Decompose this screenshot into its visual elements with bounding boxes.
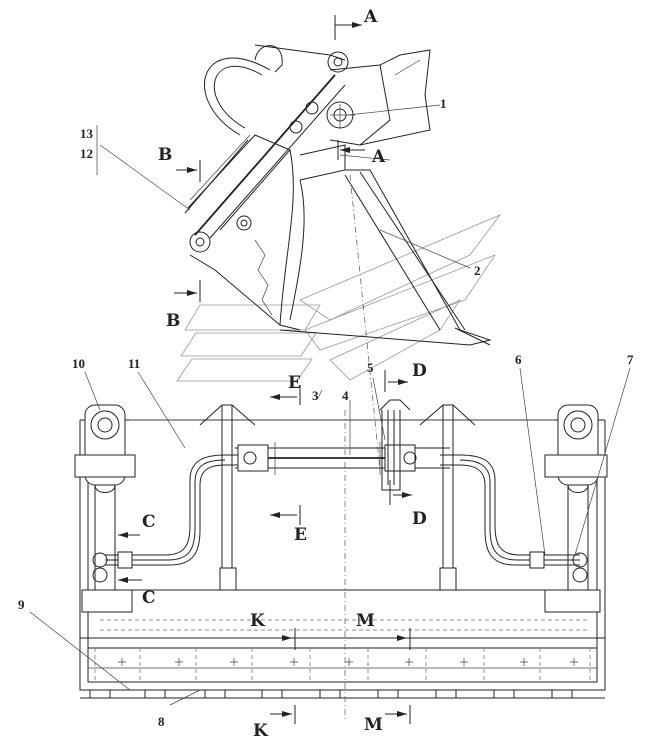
section-b-bottom: B xyxy=(166,311,180,331)
section-e-bottom: E xyxy=(294,525,307,545)
watermark-logo xyxy=(176,214,502,382)
section-e-top: E xyxy=(288,373,301,393)
section-a-top: A xyxy=(363,7,378,27)
part-number-1: 1 xyxy=(440,96,447,111)
section-d-top: D xyxy=(412,361,427,381)
hidden-ribs xyxy=(94,619,591,682)
part-number-8: 8 xyxy=(158,714,165,729)
struts xyxy=(199,399,476,591)
part-number-11: 11 xyxy=(128,356,140,371)
weld-marks xyxy=(118,658,578,666)
part-labels: 1 2 3 4 5 6 7 8 9 10 11 12 13 xyxy=(18,96,634,729)
section-m-bottom: M xyxy=(364,715,383,735)
bucket-front-view xyxy=(74,399,608,720)
section-b-top: B xyxy=(158,145,172,165)
section-arrows-upper xyxy=(174,15,365,302)
part-number-3: 3 xyxy=(312,388,319,403)
left-hose xyxy=(105,454,240,569)
section-c-bottom: C xyxy=(142,588,156,608)
bolt-row xyxy=(89,689,573,699)
leaders-lower xyxy=(29,367,631,706)
section-a-mid: A xyxy=(371,147,386,167)
part-number-10: 10 xyxy=(72,356,85,371)
leaders-upper xyxy=(96,104,471,269)
section-k-top: K xyxy=(250,611,266,631)
section-arrows-lower xyxy=(114,370,412,724)
part-number-7: 7 xyxy=(627,352,634,367)
bucket-side-view xyxy=(184,44,492,471)
part-number-6: 6 xyxy=(515,352,522,367)
center-cylinder xyxy=(235,442,450,475)
part-number-9: 9 xyxy=(18,597,25,612)
section-k-bottom: K xyxy=(253,721,269,740)
part-number-13: 13 xyxy=(80,126,94,141)
section-d-bottom: D xyxy=(412,509,427,529)
part-number-4: 4 xyxy=(342,388,349,403)
section-m-top: M xyxy=(356,611,375,631)
part-number-12: 12 xyxy=(80,146,93,161)
part-number-2: 2 xyxy=(474,263,481,278)
right-hose xyxy=(440,454,580,569)
section-c-top: C xyxy=(142,512,156,532)
part-number-5: 5 xyxy=(367,360,374,375)
section-labels: A A B B C C D D E E K K M M xyxy=(142,7,427,740)
left-hinge xyxy=(74,404,136,613)
right-hinge xyxy=(544,404,608,613)
